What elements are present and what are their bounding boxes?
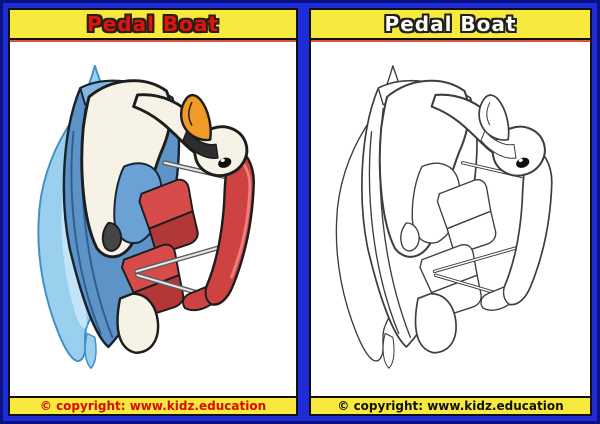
card-colored-header: Pedal Boat — [10, 10, 296, 40]
card-outline-canvas — [311, 42, 590, 396]
copyright-text: © copyright: www.kidz.education — [39, 399, 267, 413]
card-outline: Pedal Boat © copyright: www.kidz.educati… — [309, 8, 592, 416]
header-underline — [10, 40, 296, 42]
card-outline-title: Pedal Boat — [384, 12, 517, 36]
card-colored-footer: © copyright: www.kidz.education — [10, 396, 296, 414]
card-colored: Pedal Boat © copyright: www.kidz.educati… — [8, 8, 298, 416]
card-outline-header: Pedal Boat — [311, 10, 590, 40]
copyright-text: © copyright: www.kidz.education — [337, 399, 564, 413]
header-underline — [311, 40, 590, 42]
card-outline-footer: © copyright: www.kidz.education — [311, 396, 590, 414]
card-colored-canvas — [10, 42, 296, 396]
swan-pedal-boat-colored-illustration — [37, 64, 256, 369]
card-colored-title: Pedal Boat — [87, 12, 219, 36]
swan-pedal-boat-outline-illustration — [335, 65, 553, 369]
